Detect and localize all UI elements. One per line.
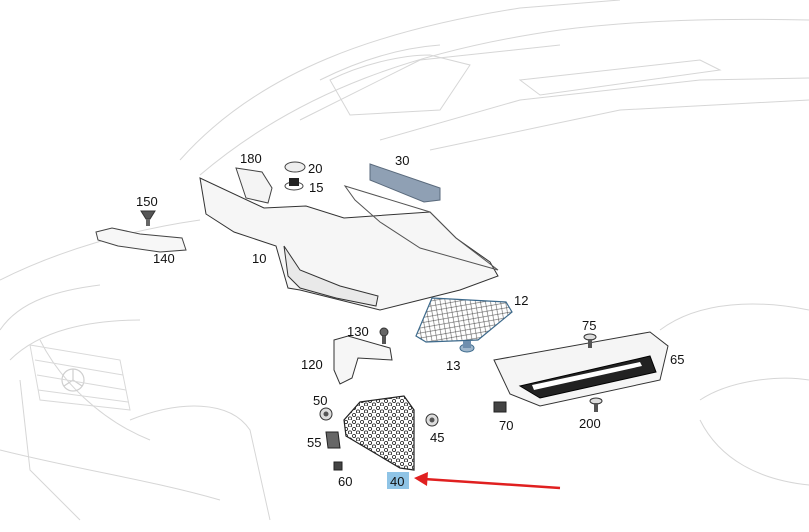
callout-20: 20 [308,161,322,176]
callout-200: 200 [579,416,601,431]
callout-140: 140 [153,251,175,266]
callout-60: 60 [338,474,352,489]
part-13-clip [459,341,475,353]
callout-13: 13 [446,358,460,373]
callout-12: 12 [514,293,528,308]
callout-40-highlight [387,472,409,489]
callout-120: 120 [301,357,323,372]
callout-70: 70 [499,418,513,433]
part-45-nut [425,413,439,427]
vehicle-outline [0,0,809,521]
part-55-clip [325,431,341,449]
part-10-inner-channel [343,185,499,271]
part-15-clip [284,178,304,191]
part-75-screw [583,333,597,348]
part-10-side-flap [283,245,379,307]
part-40-lattice-cover [343,395,415,471]
grille-outline [29,344,131,411]
part-20-cap [284,161,306,173]
callout-55: 55 [307,435,321,450]
callout-150: 150 [136,194,158,209]
callout-65: 65 [670,352,684,367]
part-200-screw [589,397,603,412]
part-150-clip [140,210,156,226]
part-70-clip [493,401,507,413]
part-60-clip [333,461,343,471]
callout-10: 10 [252,251,266,266]
callout-40: 40 [390,474,404,489]
callout-75: 75 [582,318,596,333]
part-50-nut [319,407,333,421]
part-65-sill-strip [532,362,642,390]
red-arrow-icon [414,472,561,490]
part-140-trim [95,227,187,253]
callout-130: 130 [347,324,369,339]
callout-45: 45 [430,430,444,445]
part-180-bracket [235,167,273,204]
part-12-mesh-panel [415,297,513,343]
callout-180: 180 [240,151,262,166]
callout-30: 30 [395,153,409,168]
part-30-foam-block [369,163,441,203]
callout-50: 50 [313,393,327,408]
part-130-screw [379,327,389,344]
callout-15: 15 [309,180,323,195]
part-120-bracket [333,335,393,385]
part-10-undershield [199,177,499,311]
